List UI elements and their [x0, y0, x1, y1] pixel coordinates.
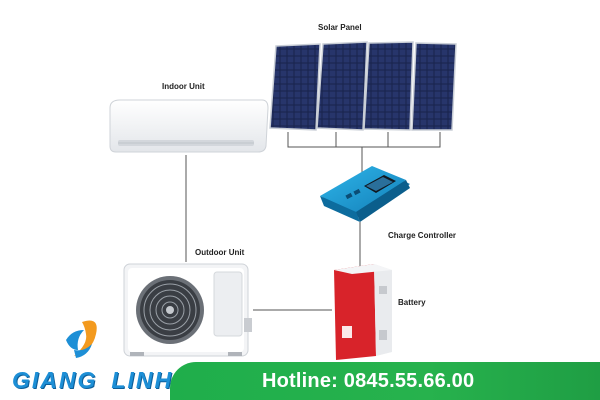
- brand-word-1: GIANG: [12, 367, 98, 393]
- hotline-banner: [170, 362, 600, 400]
- brand-word-2: LINH: [111, 367, 174, 393]
- hotline-text: Hotline: 0845.55.66.00: [262, 370, 475, 392]
- indoor-unit: [109, 99, 269, 153]
- charge-controller-label: Charge Controller: [388, 231, 457, 240]
- solar-panel-label: Solar Panel: [318, 23, 362, 32]
- giang-linh-logo-icon: [66, 320, 97, 358]
- battery: [334, 264, 392, 360]
- outdoor-unit: [123, 263, 252, 357]
- indoor-unit-label: Indoor Unit: [162, 82, 205, 91]
- battery-label: Battery: [398, 298, 426, 307]
- outdoor-unit-label: Outdoor Unit: [195, 248, 245, 257]
- solar-panel: [269, 43, 321, 131]
- solar-panel: [316, 41, 368, 131]
- solar-panel-array: [269, 41, 457, 131]
- wiring: [185, 132, 441, 311]
- brand-name: GIANG LINH: [12, 367, 173, 394]
- solar-panel: [363, 41, 414, 131]
- charge-controller: [320, 166, 410, 222]
- solar-panel: [411, 42, 457, 131]
